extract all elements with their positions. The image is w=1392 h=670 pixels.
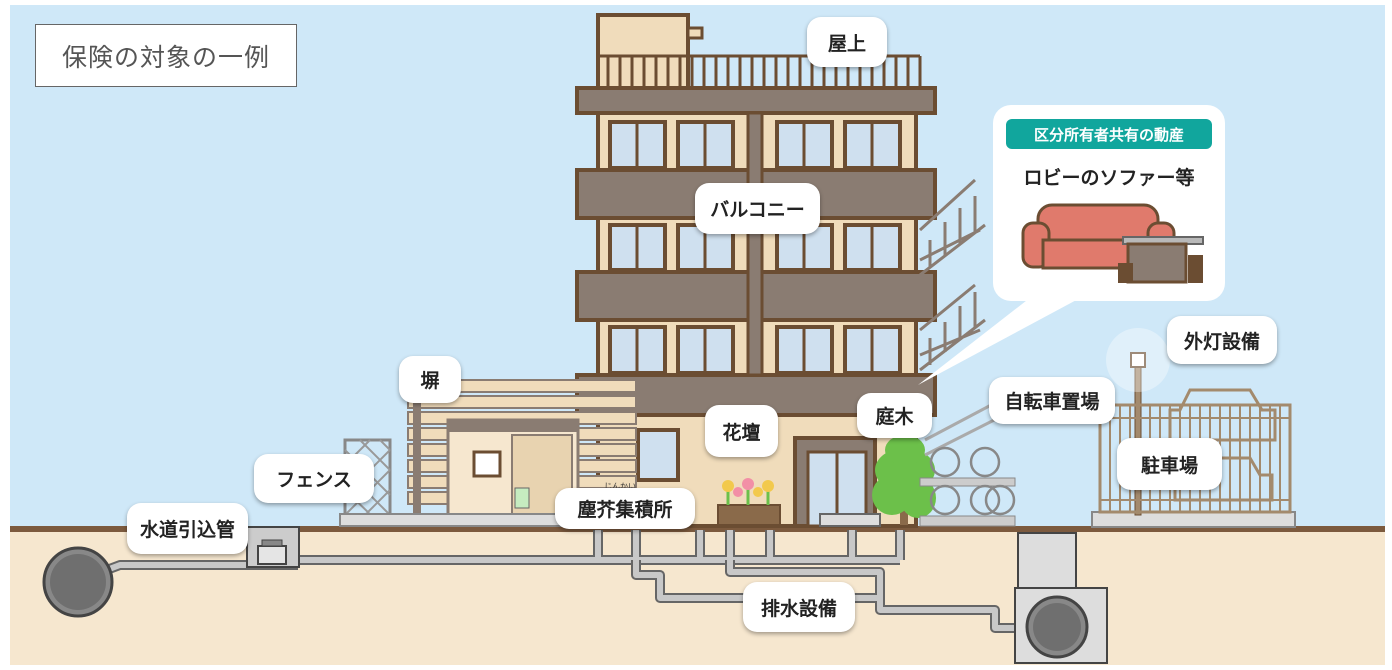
label-garbage-station: 塵芥集積所: [555, 488, 695, 529]
label-outdoor-light: 外灯設備: [1167, 316, 1277, 364]
callout-pointer: [918, 290, 1095, 385]
label-parking: 駐車場: [1117, 438, 1222, 490]
label-garbage-station-ruby: じんかい: [604, 482, 636, 491]
callout-text: ロビーのソファー等: [1023, 167, 1195, 189]
label-garden-tree: 庭木: [857, 393, 932, 438]
label-rooftop: 屋上: [807, 17, 887, 67]
drainage-pipes: [78, 530, 1035, 633]
label-drainage: 排水設備: [743, 582, 855, 632]
callout-badge: 区分所有者共有の動産: [1006, 119, 1212, 149]
label-flowerbed: 花壇: [705, 405, 778, 457]
label-bicycle-parking: 自転車置場: [989, 377, 1115, 424]
bicycle-parking: [919, 393, 1016, 527]
label-fence: フェンス: [254, 454, 374, 503]
apartment-building: [575, 13, 937, 528]
water-meter-box: [246, 526, 300, 568]
flower-bed: [717, 478, 781, 526]
label-water-pipe: 水道引込管: [127, 503, 248, 554]
manhole: [1014, 532, 1108, 664]
outside-staircase: [918, 178, 986, 372]
label-wall: 塀: [399, 356, 461, 403]
page-title: 保険の対象の一例: [35, 24, 297, 87]
water-main: [42, 546, 114, 618]
ground-line: [10, 526, 1385, 532]
callout-box: 区分所有者共有の動産 ロビーのソファー等: [993, 105, 1225, 301]
sofa-illustration: [1021, 203, 1204, 284]
label-balcony: バルコニー: [695, 183, 820, 234]
